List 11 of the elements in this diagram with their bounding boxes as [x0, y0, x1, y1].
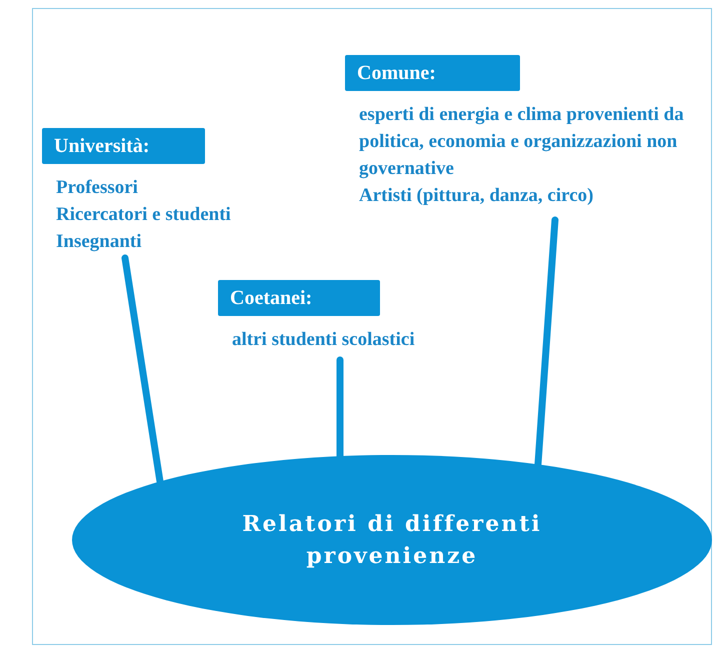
heading-band: Comune: — [345, 55, 520, 91]
list-item: Artisti (pittura, danza, circo) — [359, 184, 594, 208]
list-item: esperti di energia e clima provenienti da politica, economia e organizzazioni non governative — [359, 103, 685, 181]
list-item: Professori — [56, 176, 138, 200]
ellipse-label: Relatori di differenti provenienze — [241, 510, 543, 571]
list-item: Insegnanti — [56, 230, 142, 254]
heading-band: Coetanei: — [218, 280, 380, 316]
list-item: Ricercatori e studenti — [56, 203, 231, 227]
brush-line — [122, 254, 164, 485]
list-item: altri studenti scolastici — [232, 328, 415, 352]
heading-band: Università: — [42, 128, 205, 164]
